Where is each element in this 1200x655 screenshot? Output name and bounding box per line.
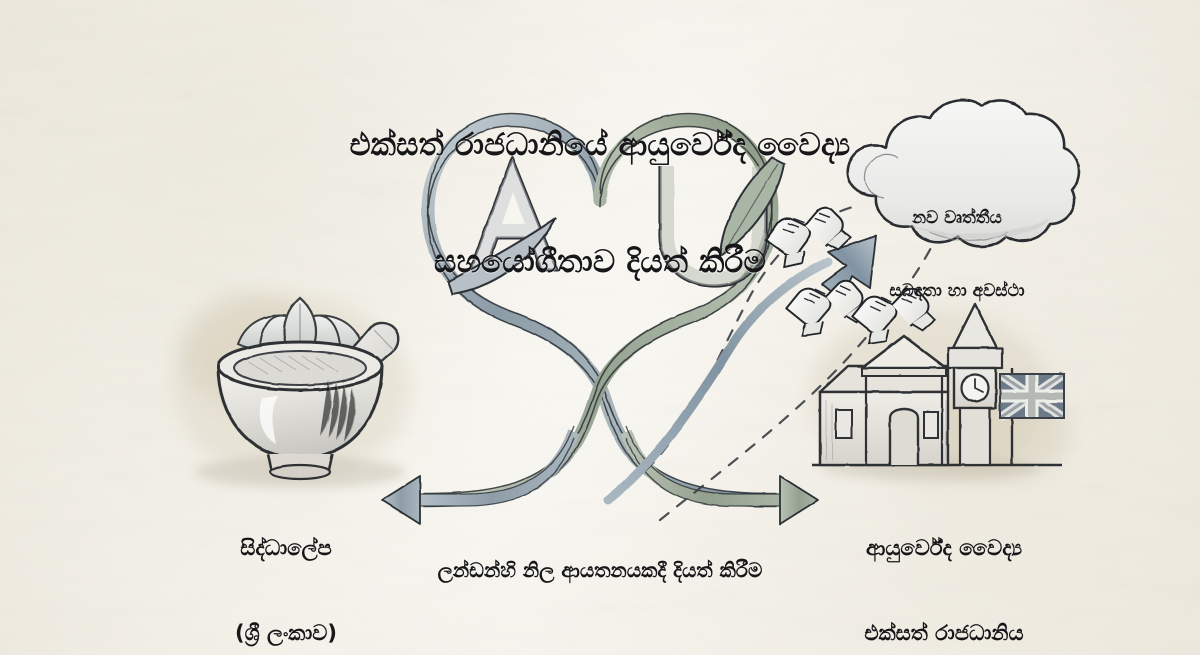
mortar-bowl	[216, 340, 384, 481]
right-label-line-1: ආයුර්වේද වෛද්‍ය	[865, 536, 1023, 561]
bottom-caption: ලන්ඩන්හි නිල ආයතනයකදී දියත් කිරීම	[437, 558, 763, 582]
right-label: ආයුර්වේද වෛද්‍ය එක්සත් රාජධානිය	[818, 478, 1070, 655]
arrow-right	[620, 425, 819, 525]
left-label: සිද්ධාලේප (ශ්‍රී ලංකාව)	[188, 478, 384, 655]
union-jack-flag	[997, 368, 1067, 465]
arrow-right-head	[779, 475, 819, 525]
arrow-left	[381, 425, 580, 525]
arrow-to-cloud	[603, 235, 877, 505]
right-label-line-2: එක්සත් රාජධානිය	[864, 620, 1024, 645]
mortar-and-pestle-icon	[216, 296, 400, 481]
handshake-icons-group	[764, 206, 937, 345]
handshake-icon	[764, 206, 852, 269]
clock-tower	[946, 302, 1004, 467]
left-label-line-1: සිද්ධාලේප	[240, 536, 332, 561]
uk-building-icon	[812, 302, 1067, 467]
page-title: එක්සත් රාජධානියේ ආයුර්වේද වෛද්‍ය සහයෝගීත…	[0, 48, 1200, 360]
handshake-icon	[851, 287, 937, 345]
logo-leaf-a	[446, 217, 557, 296]
cloud-line-1: නව වෘත්තීය	[912, 208, 1002, 229]
cloud-line-2: සබඳතා හා අවස්ථා	[889, 280, 1025, 301]
building-hall	[818, 334, 950, 467]
cloud-shape	[845, 98, 1081, 248]
dashed-curve-outer	[658, 244, 934, 522]
left-label-line-2: (ශ්‍රී ලංකාව)	[235, 620, 337, 645]
title-line-1: එක්සත් රාජධානියේ ආයුර්වේද වෛද්‍ය	[349, 127, 851, 164]
title-line-2: සහයෝගීතාව දියත් කිරීම	[434, 244, 766, 281]
cloud-label: නව වෘත්තීය සබඳතා හා අවස්ථා	[842, 158, 1072, 351]
arrow-left-head	[381, 475, 421, 525]
